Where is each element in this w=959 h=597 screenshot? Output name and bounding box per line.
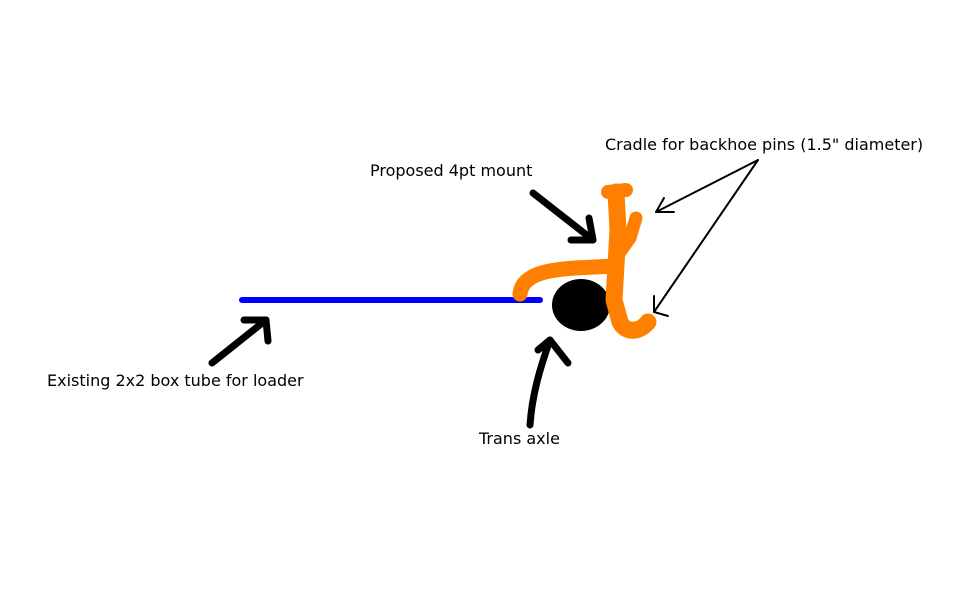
trans-axle-label: Trans axle: [479, 429, 560, 448]
proposed-mount-shape: [512, 183, 657, 339]
axle-arrow: [526, 336, 572, 429]
mount-post: [605, 183, 657, 339]
mount-top: [601, 183, 633, 199]
mount-arrow: [529, 189, 597, 244]
mount-branch: [611, 211, 643, 262]
cradle-arrow-lower: [653, 159, 759, 313]
cradle-arrows: [653, 159, 759, 317]
cradle-label: Cradle for backhoe pins (1.5" diameter): [605, 135, 924, 154]
trans-axle-shape: [552, 279, 610, 331]
tube-arrow: [208, 316, 272, 367]
cradle-arrow-upper: [655, 159, 759, 213]
mount-label: Proposed 4pt mount: [370, 161, 533, 180]
mount-arm: [512, 258, 623, 302]
box-tube-label: Existing 2x2 box tube for loader: [47, 371, 304, 390]
